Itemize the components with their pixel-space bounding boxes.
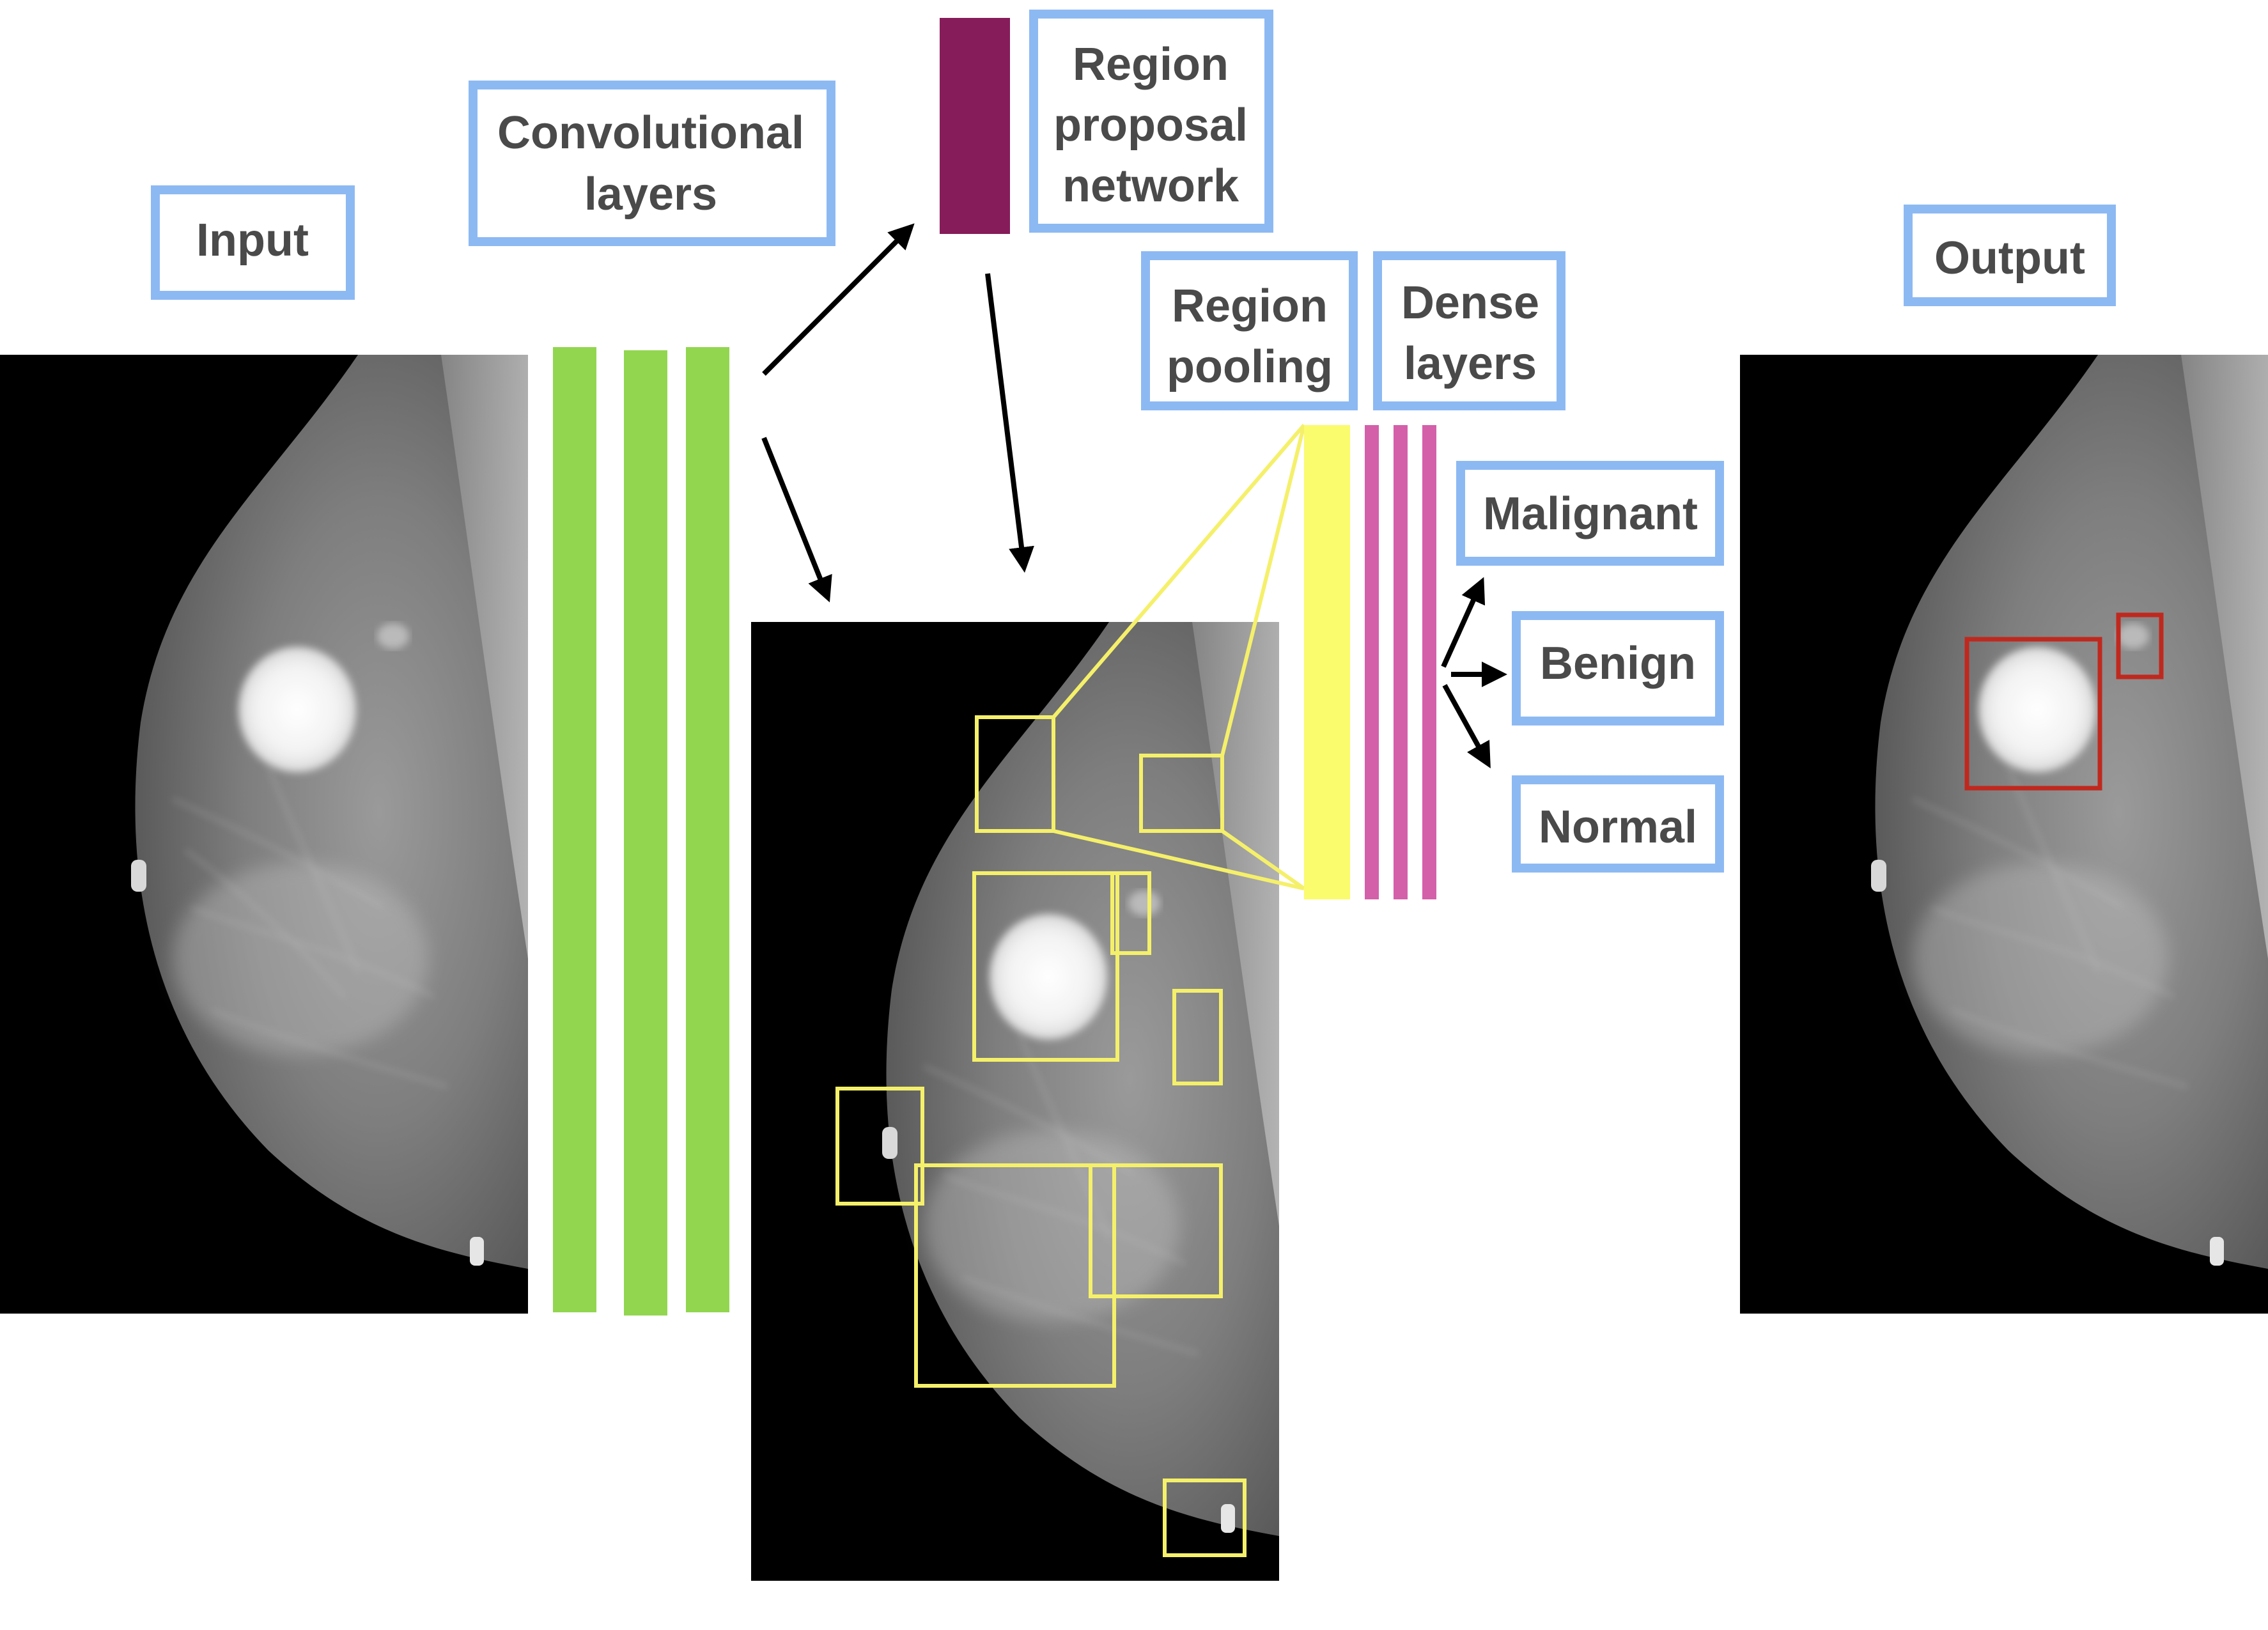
arrow-conv-to-proposals	[761, 437, 832, 603]
conv-layer-bar	[686, 347, 729, 1312]
dense-layers-block	[1365, 425, 1436, 899]
label-benign: Benign	[1512, 611, 1724, 726]
conv-layer-bar	[553, 347, 596, 1312]
dense-layer-bar	[1422, 425, 1436, 899]
proposal-box	[1163, 1479, 1247, 1557]
label-conv-line2: layers	[584, 169, 717, 220]
region-proposal-boxes	[835, 715, 1247, 1557]
label-region-pooling: Region pooling	[1141, 251, 1358, 410]
label-malignant: Malignant	[1456, 461, 1724, 566]
region-pooling-block	[1304, 425, 1350, 899]
label-benign-text: Benign	[1540, 638, 1696, 689]
dense-layer-bar	[1365, 425, 1379, 899]
proposal-box	[975, 715, 1055, 833]
label-normal: Normal	[1512, 775, 1724, 873]
proposal-box	[972, 871, 1119, 1062]
label-input: Input	[151, 185, 355, 300]
label-rpn-line2: proposal	[1053, 100, 1248, 151]
proposal-box	[914, 1163, 1116, 1388]
label-pool-line2: pooling	[1167, 341, 1333, 392]
input-mammogram	[0, 355, 528, 1314]
detection-box-small	[2116, 612, 2164, 679]
label-malignant-text: Malignant	[1483, 488, 1698, 539]
label-convolutional-layers: Convolutional layers	[469, 81, 835, 246]
dense-layer-bar	[1394, 425, 1408, 899]
proposal-box	[1110, 871, 1151, 955]
conv-layer-bar	[624, 350, 667, 1316]
proposal-box	[835, 1087, 924, 1206]
pooling-connector-lines	[1052, 424, 1306, 890]
convolutional-layers-block	[553, 347, 729, 1316]
label-normal-text: Normal	[1539, 802, 1697, 853]
arrow-to-malignant	[1441, 577, 1486, 668]
proposals-mammogram	[751, 622, 1279, 1581]
label-dense-line1: Dense	[1401, 277, 1539, 329]
arrow-rpn-to-proposals	[985, 273, 1034, 573]
label-conv-line1: Convolutional	[497, 107, 804, 159]
region-proposal-network-block	[940, 18, 1010, 234]
label-input-text: Input	[196, 215, 309, 266]
label-dense-layers: Dense layers	[1373, 251, 1565, 410]
label-output: Output	[1904, 205, 2116, 306]
label-region-proposal-network: Region proposal network	[1029, 10, 1273, 233]
label-pool-line1: Region	[1172, 281, 1328, 332]
output-mammogram	[1740, 355, 2268, 1314]
label-dense-line2: layers	[1404, 338, 1537, 389]
label-rpn-line1: Region	[1073, 39, 1229, 90]
proposal-box	[1139, 754, 1224, 833]
arrows	[761, 223, 1507, 769]
arrow-to-normal	[1442, 684, 1491, 769]
proposal-box	[1089, 1163, 1223, 1298]
detection-box-mass	[1964, 637, 2102, 791]
proposal-box	[1172, 989, 1223, 1085]
arrow-conv-to-rpn	[762, 223, 915, 376]
label-output-text: Output	[1934, 233, 2085, 284]
detection-boxes	[1964, 612, 2164, 791]
label-rpn-line3: network	[1062, 160, 1239, 212]
